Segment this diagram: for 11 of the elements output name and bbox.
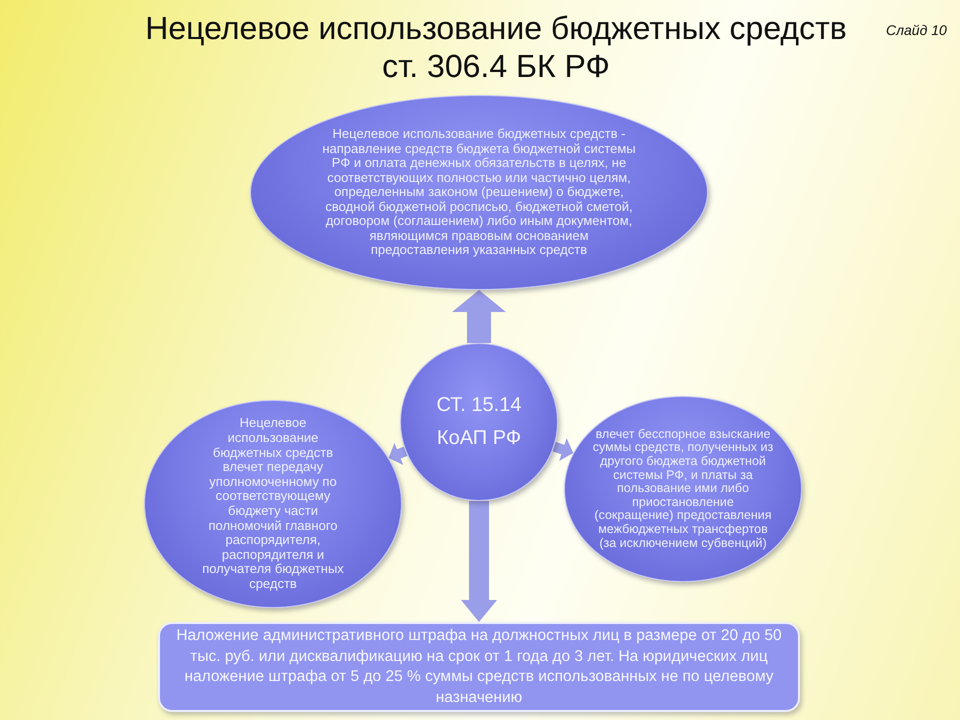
block-arrow [452, 290, 506, 343]
penalty-text: Наложение административного штрафа на должностных лиц в размере от 20 до 50 тыс. руб. или дисквалификацию на срок от 1 года до 3 лет. На юридических лиц наложение штрафа от 5 до 25 % суммы средств использованных не по целевому назначению [175, 626, 783, 708]
slide-number: Слайд 10 [886, 21, 947, 40]
block-arrow [461, 501, 497, 622]
consequence-text: влечет бесспорное взыскание суммы средств, полученных из другого бюджета бюджетной системы РФ, и платы за пользование ими либо приостановление (сокращение) предоставления межбюджетных трансфертов (за исключением субвенций) [592, 428, 774, 550]
block-arrow [386, 442, 408, 466]
block-arrow [552, 438, 575, 461]
consequence-text: Нецелевое использование бюджетных средств влечет передачу уполномоченному по соответствующему бюджету части полномочий главного распорядителя, распорядителя и получателя бюджетных средств [201, 416, 345, 592]
slide-title: Нецелевое использование бюджетных средств ст. 306.4 БК РФ [144, 9, 848, 85]
definition-text: Нецелевое использование бюджетных средств - направление средств бюджета бюджетной системы РФ и оплата денежных обязательств в целях, не соответствующих полностью или частично целям, определенным законом (решением) о бюджете, сводной бюджетной росписью, бюджетной сметой, договором (соглашением) либо иным документом, являющимся правовым основанием предоставления указанных средств [322, 127, 636, 258]
article-reference: СТ. 15.14 КоАП РФ [436, 393, 522, 451]
